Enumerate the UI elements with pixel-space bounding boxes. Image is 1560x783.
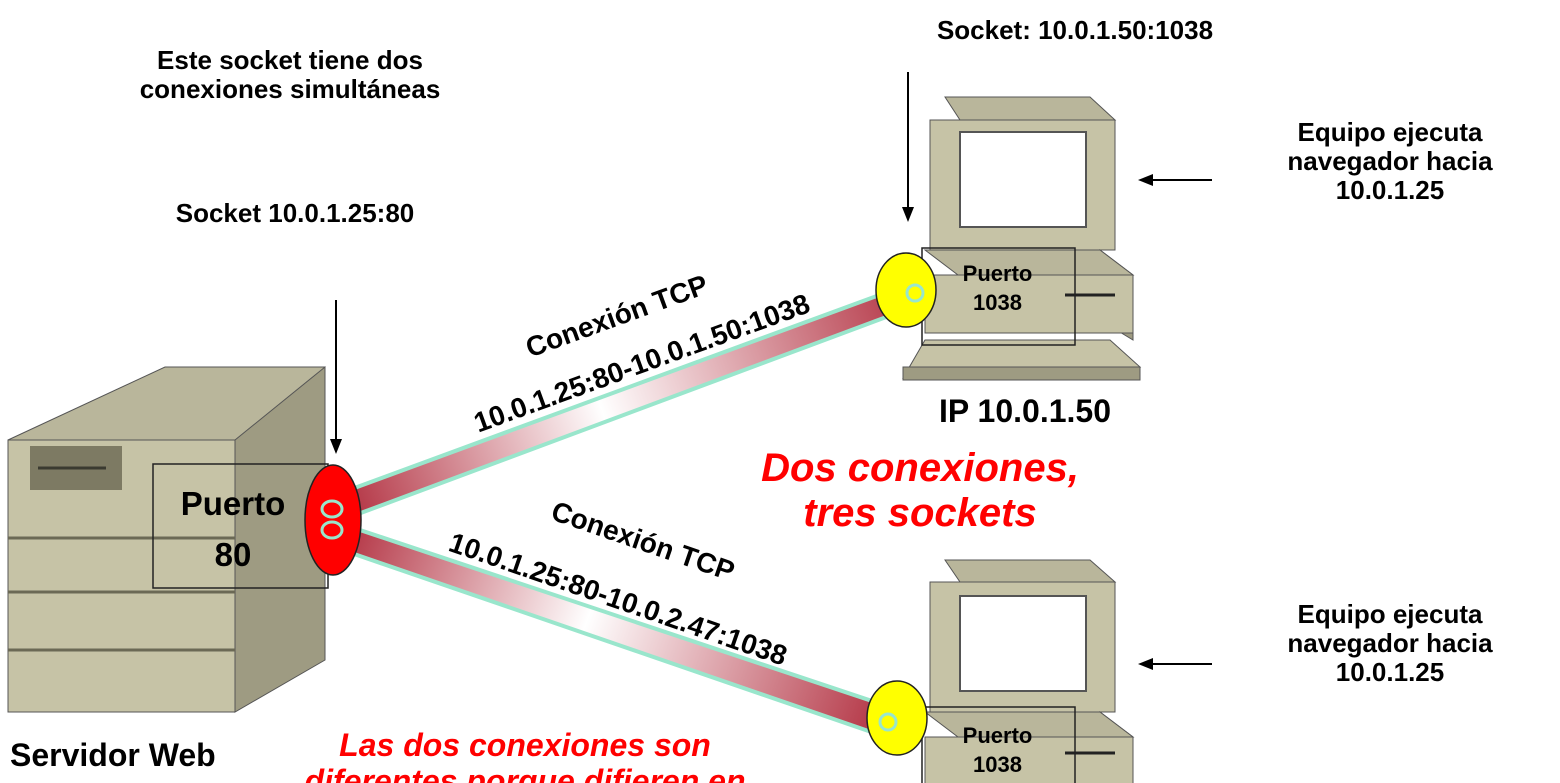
client-bottom-desc-line-3: 10.0.1.25 — [1335, 657, 1445, 688]
socket-top-label: Socket: 10.0.1.50:1038 — [936, 15, 1214, 45]
arrow-socket-server-icon — [330, 300, 342, 454]
client-top-desc-line-3: 10.0.1.25 — [1335, 175, 1445, 206]
client-bottom-socket-icon — [866, 680, 928, 756]
client-top-desc-line-1: Equipo ejecuta — [1297, 117, 1483, 147]
client-bottom-description: Equipo ejecuta navegador hacia 10.0.1.25 — [1230, 599, 1550, 688]
client-bottom-port-label: Puerto 1038 — [930, 722, 1065, 779]
server-name-label: Servidor Web — [10, 737, 216, 773]
tcp-connection-bottom-tunnel — [326, 520, 895, 738]
arrow-socket-top-icon — [902, 72, 914, 222]
summary-note: Dos conexiones, tres sockets — [700, 446, 1140, 536]
client-top-desc-line-2: navegador hacia — [1287, 146, 1493, 177]
client-bottom-desc-line-2: navegador hacia — [1287, 628, 1493, 659]
simultaneous-line-2: conexiones simultáneas — [139, 74, 441, 105]
client-bottom-port-word: Puerto — [962, 723, 1033, 748]
summary-line-2: tres sockets — [803, 490, 1037, 535]
arrow-client-top-icon — [1138, 174, 1212, 186]
bottom-note-line-1: Las dos conexiones son — [339, 727, 711, 763]
server-socket-label: Socket 10.0.1.25:80 — [175, 198, 415, 228]
bottom-note-line-2: diferentes porque difieren en — [304, 762, 746, 783]
client-bottom-port-box — [921, 706, 1076, 783]
client-top-description: Equipo ejecuta navegador hacia 10.0.1.25 — [1230, 117, 1550, 206]
simultaneous-line-1: Este socket tiene dos — [157, 45, 423, 75]
client-top-socket-icon — [875, 252, 937, 328]
client-top-port-number: 1038 — [973, 289, 1022, 315]
client-top-port-label: Puerto 1038 — [930, 260, 1065, 317]
client-computer-bottom-icon — [923, 559, 1135, 783]
bottom-note: Las dos conexiones son diferentes porque… — [300, 727, 750, 783]
arrow-client-bottom-icon — [1138, 658, 1212, 670]
server-socket-icon — [304, 464, 362, 576]
server-port-word: Puerto — [180, 485, 286, 522]
client-top-port-word: Puerto — [962, 261, 1033, 286]
client-computer-top-icon — [902, 96, 1142, 381]
client-top-ip-label: IP 10.0.1.50 — [939, 393, 1111, 429]
simultaneous-connections-note: Este socket tiene dos conexiones simultá… — [60, 45, 520, 105]
server-port-label: Puerto 80 — [153, 478, 313, 580]
summary-line-1: Dos conexiones, — [761, 446, 1079, 490]
server-port-number: 80 — [214, 536, 252, 574]
client-bottom-desc-line-1: Equipo ejecuta — [1297, 599, 1483, 629]
client-bottom-port-number: 1038 — [973, 751, 1022, 777]
web-server-icon — [7, 365, 326, 713]
